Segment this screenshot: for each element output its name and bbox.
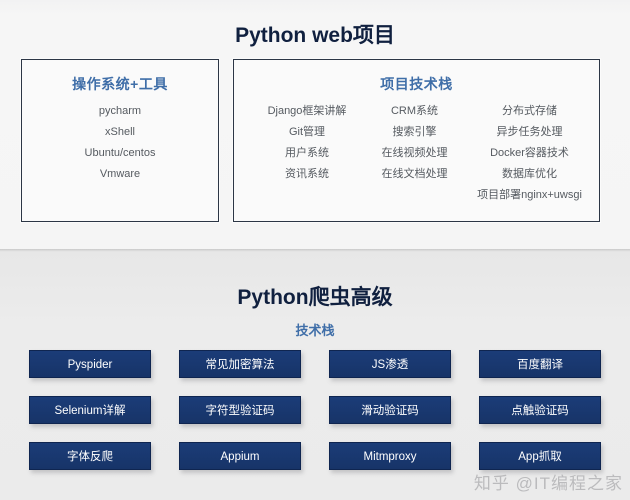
panel-title-project-stack: 项目技术栈 <box>380 76 453 92</box>
list-item: Docker容器技术 <box>490 147 569 159</box>
panel-project-stack: 项目技术栈 Django框架讲解 Git管理 用户系统 资讯系统 CRM系统 搜… <box>233 59 600 222</box>
topic-button[interactable]: 滑动验证码 <box>329 396 451 424</box>
os-tools-list: pycharm xShell Ubuntu/centos Vmware <box>22 101 218 185</box>
project-stack-column-2: CRM系统 搜索引擎 在线视频处理 在线文档处理 <box>362 101 467 206</box>
list-item: 数据库优化 <box>502 168 557 180</box>
watermark: 知乎 @IT编程之家 <box>473 474 623 493</box>
section-python-web: Python web项目 操作系统+工具 pycharm xShell Ubun… <box>0 0 630 249</box>
project-stack-list-2: CRM系统 搜索引擎 在线视频处理 在线文档处理 <box>362 101 467 185</box>
topic-button[interactable]: 字符型验证码 <box>179 396 301 424</box>
section-title-python-spider: Python爬虫高级 <box>237 286 393 309</box>
topic-button[interactable]: 百度翻译 <box>479 350 601 378</box>
project-stack-list-3: 分布式存储 异步任务处理 Docker容器技术 数据库优化 项目部署nginx+… <box>467 101 592 206</box>
list-item: pycharm <box>98 105 142 117</box>
list-item: xShell <box>105 126 135 138</box>
project-stack-column-1: Django框架讲解 Git管理 用户系统 资讯系统 <box>252 101 362 206</box>
topic-button[interactable]: JS渗透 <box>329 350 451 378</box>
section-divider <box>0 249 630 252</box>
list-item: 在线文档处理 <box>381 168 448 180</box>
list-item: 分布式存储 <box>502 105 557 117</box>
list-item: Git管理 <box>288 126 326 138</box>
project-stack-list-1: Django框架讲解 Git管理 用户系统 资讯系统 <box>252 101 362 185</box>
topic-button[interactable]: 常见加密算法 <box>179 350 301 378</box>
list-item: Django框架讲解 <box>267 105 347 117</box>
project-stack-columns: Django框架讲解 Git管理 用户系统 资讯系统 CRM系统 搜索引擎 在线… <box>234 101 599 206</box>
spider-topic-button-grid: Pyspider 常见加密算法 JS渗透 百度翻译 Selenium详解 字符型… <box>29 350 601 470</box>
topic-button[interactable]: App抓取 <box>479 442 601 470</box>
panel-title-os-tools: 操作系统+工具 <box>72 76 168 92</box>
panel-os-tools: 操作系统+工具 pycharm xShell Ubuntu/centos Vmw… <box>21 59 219 222</box>
list-item: Vmware <box>99 168 141 180</box>
list-item: 资讯系统 <box>285 168 329 180</box>
list-item: 异步任务处理 <box>496 126 563 138</box>
topic-button[interactable]: 点触验证码 <box>479 396 601 424</box>
topic-button[interactable]: Pyspider <box>29 350 151 378</box>
list-item: Ubuntu/centos <box>84 147 156 159</box>
topic-button[interactable]: Appium <box>179 442 301 470</box>
list-item: 搜索引擎 <box>392 126 437 138</box>
section-title-python-web: Python web项目 <box>235 24 395 47</box>
topic-button[interactable]: Selenium详解 <box>29 396 151 424</box>
list-item: 用户系统 <box>285 147 329 159</box>
project-stack-column-3: 分布式存储 异步任务处理 Docker容器技术 数据库优化 项目部署nginx+… <box>467 101 592 206</box>
topic-button[interactable]: 字体反爬 <box>29 442 151 470</box>
list-item: CRM系统 <box>390 105 439 117</box>
list-item: 在线视频处理 <box>381 147 448 159</box>
section-subtitle-tech-stack: 技术栈 <box>295 323 335 338</box>
topic-button[interactable]: Mitmproxy <box>329 442 451 470</box>
list-item: 项目部署nginx+uwsgi <box>477 189 582 201</box>
